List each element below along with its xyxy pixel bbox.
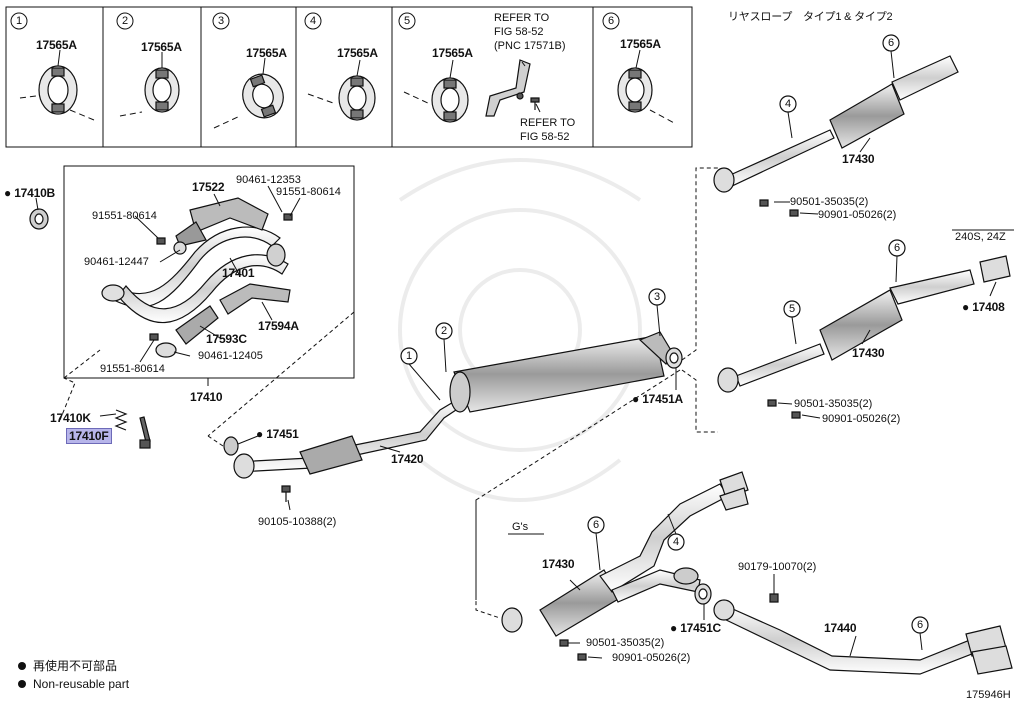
gs-leaders [568,513,923,659]
panel-5-part: 17565A [432,46,473,60]
panel-5-ref2-line2: FIG 58-52 [520,131,570,143]
panel-1-part: 17565A [36,38,77,52]
part-90461-12405[interactable]: 90461-12405 [198,350,263,362]
panel-3-part: 17565A [246,46,287,60]
legend-jp-text: 再使用不可部品 [33,659,118,673]
panel-4-part: 17565A [337,46,378,60]
part-91551-80614-top[interactable]: 91551-80614 [276,186,341,198]
hanger-panels [5,6,693,148]
panel-5-ref1-line1: REFER TO [494,12,550,24]
panel-2-part: 17565A [141,40,182,54]
panel-2-number: 2 [122,15,129,27]
callout-2: 2 [441,325,448,337]
callout-6-240: 6 [894,242,901,254]
callout-6-rear-slope: 6 [888,37,895,49]
part-90501-35035-gs[interactable]: 90501-35035(2) [586,637,665,649]
part-17451a[interactable]: ● 17451A [632,392,684,406]
legend-jp: 再使用不可部品 [18,659,117,673]
part-17451c-text: 17451C [680,621,722,635]
part-17401[interactable]: 17401 [222,266,255,280]
legend-bullet-icon [18,680,26,688]
panel-3-number: 3 [218,15,225,27]
part-17410b-text: 17410B [14,186,56,200]
callout-6-gs: 6 [593,519,600,531]
pipe-stubs [19,91,677,129]
part-90501-35035-240[interactable]: 90501-35035(2) [794,398,873,410]
part-17410k[interactable]: 17410K [50,411,91,425]
front-pipe-leaders [35,185,301,417]
callout-6-gs-tail: 6 [917,619,924,631]
rear-slope-muffler [713,34,959,217]
panel-4-number: 4 [310,15,317,27]
part-90461-12353[interactable]: 90461-12353 [236,174,301,186]
variant-rear-slope-label: リヤスロープ タイプ1 & タイプ2 [728,11,893,23]
panel-5-ref2-line1: REFER TO [520,117,576,129]
hanger-rubbers [38,59,653,123]
panel-5-ref1-line3: (PNC 17571B) [494,40,566,52]
callout-1: 1 [406,350,413,362]
panel-5-ref1-line2: FIG 58-52 [494,26,544,38]
variant-gs-label: G's [512,521,529,533]
center-leaders [237,304,677,511]
part-90105-10388[interactable]: 90105-10388(2) [258,516,337,528]
grade-240-muffler [717,239,1011,419]
legend-bullet-icon [18,662,26,670]
legend-en: Non-reusable part [18,677,129,691]
figure-id: 175946H [966,689,1011,701]
part-17451-text: 17451 [266,427,299,441]
panel-1-number: 1 [16,15,23,27]
gs-muffler [501,471,1013,675]
panel-6-part: 17565A [620,37,661,51]
part-90501-35035-rear-slope[interactable]: 90501-35035(2) [790,196,869,208]
grade-240-leaders [777,229,1014,419]
part-17410[interactable]: 17410 [190,390,223,404]
front-pipe-parts [29,197,293,449]
panel-5-number: 5 [404,15,411,27]
part-17410f-highlighted[interactable]: 17410F [66,428,112,444]
part-17430-240[interactable]: 17430 [852,346,885,360]
variant-240-label: 240S, 24Z [955,231,1006,243]
gs-variant-box [475,500,544,600]
rear-slope-leaders [774,50,895,215]
callout-4-gs: 4 [673,536,680,548]
variant-connectors [475,167,718,619]
center-pipe-and-muffler [223,288,683,502]
hanger-leaders [57,49,641,113]
callout-3: 3 [654,291,661,303]
callout-5-240: 5 [789,303,796,315]
part-90179-10070[interactable]: 90179-10070(2) [738,561,817,573]
part-17408[interactable]: ● 17408 [962,300,1005,314]
part-17408-text: 17408 [972,300,1005,314]
callout-4-rear-slope: 4 [785,98,792,110]
legend-en-text: Non-reusable part [33,677,130,691]
part-17420[interactable]: 17420 [391,452,424,466]
part-17440[interactable]: 17440 [824,621,857,635]
part-90461-12447[interactable]: 90461-12447 [84,256,149,268]
part-17451[interactable]: ● 17451 [256,427,299,441]
part-90901-05026-rear-slope[interactable]: 90901-05026(2) [818,209,897,221]
part-17410b[interactable]: ● 17410B [4,186,56,200]
part-17593c[interactable]: 17593C [206,332,247,346]
part-17451c[interactable]: ● 17451C [670,621,722,635]
part-90901-05026-gs[interactable]: 90901-05026(2) [612,652,691,664]
part-91551-80614-left[interactable]: 91551-80614 [92,210,157,222]
panel-6-number: 6 [608,15,615,27]
part-90901-05026-240[interactable]: 90901-05026(2) [822,413,901,425]
part-17430-rear-slope[interactable]: 17430 [842,152,875,166]
part-91551-80614-bottom[interactable]: 91551-80614 [100,363,165,375]
part-17522[interactable]: 17522 [192,180,225,194]
part-17594a[interactable]: 17594A [258,319,299,333]
part-17451a-text: 17451A [642,392,684,406]
part-17430-gs[interactable]: 17430 [542,557,575,571]
